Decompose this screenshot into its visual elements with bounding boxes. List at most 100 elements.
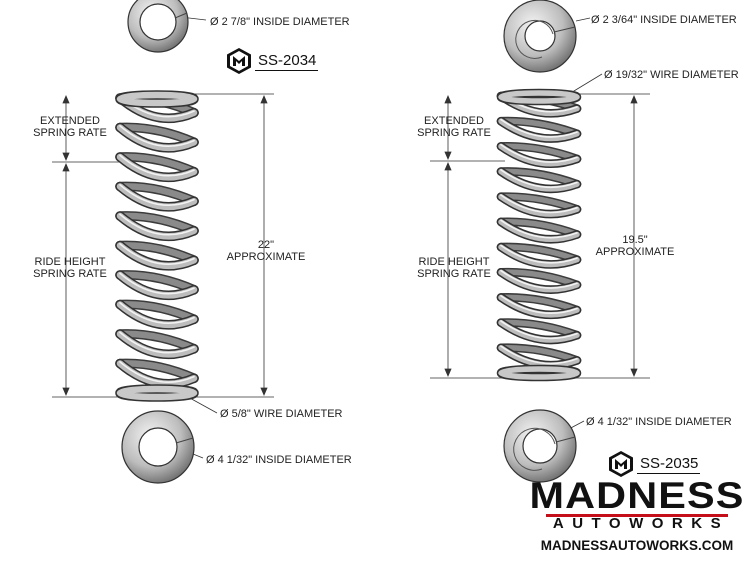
left-ride-line2: SPRING RATE [33,268,107,280]
coil-front-strand [498,319,580,343]
left-wire-label: Ø 5/8" WIRE DIAMETER [220,408,343,420]
coil-front-strand [498,269,580,293]
coil-front-strand [116,242,198,269]
dim-arrow-top [630,94,638,104]
left-extended-dim [62,94,70,162]
coil-front-strand [498,219,580,242]
coil-front-strand [116,183,198,210]
left-part-badge: SS-2034 [226,47,319,75]
right-top-id-label: Ø 2 3/64" INSIDE DIAMETER [591,14,749,26]
coil-front-strand [498,294,580,318]
coil-highlight [119,154,195,177]
ring-inner [138,427,178,467]
right-length-label: 19.5" APPROXIMATE [585,234,685,258]
diameter-symbol-icon: Ø [591,14,600,26]
dimension-lines [52,15,650,459]
coil-highlight [119,331,195,354]
coil-highlight [119,213,195,236]
brand-logo: MADNESS AUTOWORKS MADNESSAUTOWORKS.COM [529,477,743,554]
right-extended-line2: SPRING RATE [417,127,491,139]
coil-highlight [500,143,578,163]
coil-highlight [500,219,578,239]
coil-front-strand [498,118,580,142]
right-extended-line1: EXTENDED [424,115,484,127]
diameter-symbol-icon: Ø [206,454,215,466]
diameter-symbol-icon: Ø [210,16,219,28]
right-bottom-id-label: Ø 4 1/32" INSIDE DIAMETER [586,416,732,428]
right-ride-line2: SPRING RATE [417,268,491,280]
coil-highlight [500,320,578,340]
left-extended-rate-label: EXTENDED SPRING RATE [24,115,116,139]
coil-highlight [500,244,578,264]
ring-seam [555,436,576,443]
right-extended-rate-label: EXTENDED SPRING RATE [408,115,500,139]
diameter-symbol-icon: Ø [604,69,613,81]
dim-arrow-top [444,94,452,104]
ring-seam [174,12,188,19]
coil-top-cap [498,90,580,104]
coil-highlight [500,118,578,138]
left-length-label: 22" APPROXIMATE [216,239,316,263]
right-length-approx: APPROXIMATE [595,246,675,258]
coil-highlight [500,169,578,189]
right-wire-leader [568,73,603,95]
left-top-id-label: Ø 2 7/8" INSIDE DIAMETER [210,16,350,28]
left-bottom-end-view [121,410,195,484]
coil-highlight [119,361,195,383]
left-part-number: SS-2034 [255,52,319,71]
ring-seam [175,437,194,444]
coil-bottom-cap [116,385,198,401]
coil-highlight [500,269,578,289]
left-wire-text: 5/8" WIRE DIAMETER [231,408,343,420]
coil-highlight [119,272,195,295]
dim-arrow-top [260,94,268,104]
coil-highlight [119,243,195,265]
left-length-dim [260,94,268,397]
right-ride-height-label: RIDE HEIGHT SPRING RATE [408,256,500,280]
left-bottom-id-label: Ø 4 1/32" INSIDE DIAMETER [206,454,352,466]
dim-arrow-bottom [444,151,452,161]
coil-front-strand [498,143,580,167]
left-extended-line1: EXTENDED [40,115,100,127]
left-top-id-text: 2 7/8" INSIDE DIAMETER [221,16,350,28]
right-part-number: SS-2035 [637,455,701,474]
left-top-end-view [127,0,189,53]
madness-m-hex-icon [609,451,633,477]
left-length-value: 22" [257,239,275,251]
left-ride-dim [62,162,70,397]
left-ride-line1: RIDE HEIGHT [34,256,106,268]
coil-top-cap [116,91,198,107]
spring-end-views [121,0,577,484]
right-top-end-view [503,0,577,73]
right-bottom-end-view [503,409,577,483]
coil-highlight [500,295,578,314]
right-ride-line1: RIDE HEIGHT [418,256,490,268]
ring-inner [139,3,177,41]
right-extended-dim [444,94,452,161]
coil-highlight [500,194,578,214]
ring-spiral-edge [515,19,554,59]
coil-highlight [119,184,195,206]
left-coil-spring-icon [115,90,199,402]
ring-spiral-edge [513,427,556,471]
left-wire-leader [187,396,218,414]
coil-front-strand [116,360,198,387]
coil-front-strand [498,244,580,268]
coil-front-strand [116,124,198,151]
ring-inner [522,428,558,464]
dim-arrow-bottom [630,368,638,378]
dim-arrow-top [444,161,452,171]
left-extended-line2: SPRING RATE [33,127,107,139]
coil-front-strand [498,345,580,368]
right-ride-dim [444,161,452,378]
right-length-value: 19.5" [622,234,648,246]
right-wire-text: 19/32" WIRE DIAMETER [615,69,739,81]
right-wire-label: Ø 19/32" WIRE DIAMETER [604,69,750,81]
ring-seam [553,26,576,33]
coil-front-strand [116,212,198,240]
left-bottom-id-text: 4 1/32" INSIDE DIAMETER [217,454,352,466]
brand-url: MADNESSAUTOWORKS.COM [540,538,734,553]
coil-highlight [119,302,195,324]
